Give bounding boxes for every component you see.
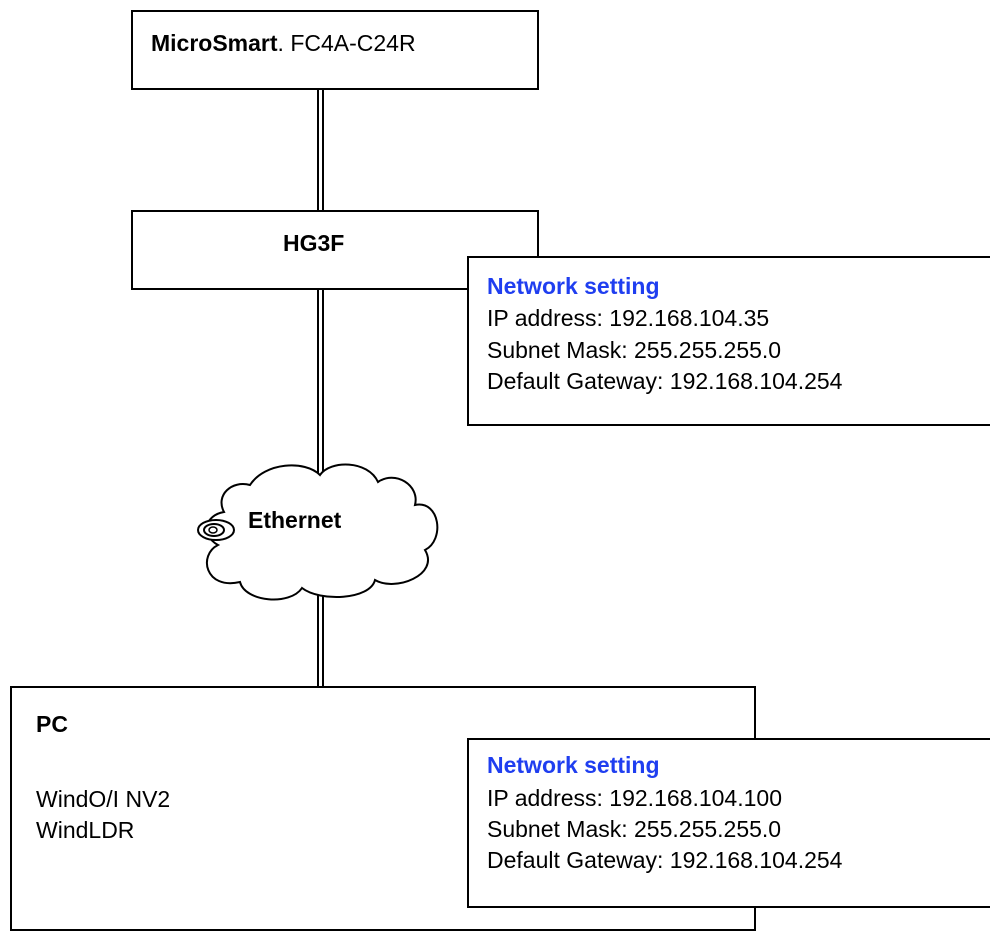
pc-settings-title: Network setting [487,752,660,778]
hmi-subnet-mask: Subnet Mask: 255.255.255.0 [487,337,782,363]
pc-label: PC [36,711,68,737]
pc-network-settings: Network setting IP address: 192.168.104.… [467,738,990,908]
pc-ip-address: IP address: 192.168.104.100 [487,785,782,811]
plc-label: MicroSmart. FC4A-C24R [151,28,416,58]
hmi-network-settings: Network setting IP address: 192.168.104.… [467,256,990,426]
hmi-box: HG3F [131,210,539,290]
pc-software-1: WindO/I NV2 [36,786,171,812]
hmi-settings-title: Network setting [487,273,660,299]
plc-brand: MicroSmart [151,30,278,56]
ethernet-cloud-icon [197,463,439,601]
hmi-ip-address: IP address: 192.168.104.35 [487,305,770,331]
pc-default-gateway: Default Gateway: 192.168.104.254 [487,847,843,873]
hmi-label: HG3F [283,230,345,256]
plc-box: MicroSmart. FC4A-C24R [131,10,539,90]
hmi-default-gateway: Default Gateway: 192.168.104.254 [487,368,843,394]
plc-model: FC4A-C24R [290,30,416,56]
ethernet-label: Ethernet [248,507,342,533]
plc-hmi-cable [317,88,324,212]
pc-subnet-mask: Subnet Mask: 255.255.255.0 [487,816,782,842]
plc-separator: . [277,30,291,56]
pc-software-2: WindLDR [36,817,135,843]
